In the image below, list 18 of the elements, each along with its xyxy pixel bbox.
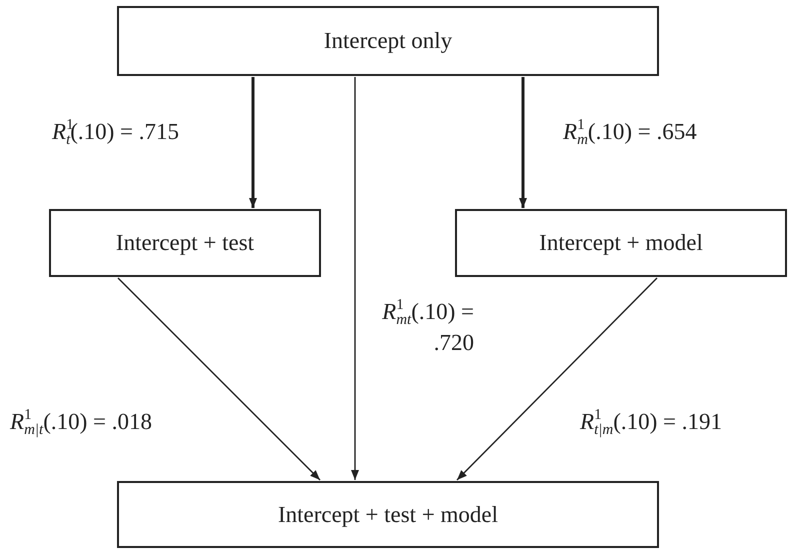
- model-box: [455, 209, 787, 277]
- arrow: [249, 77, 257, 208]
- arrow: [456, 278, 658, 480]
- arrow: [118, 278, 320, 480]
- edge-label: R$^{1}$$_{m|t}$(.10) = .018: [10, 406, 152, 439]
- box-label: Intercept + model: [539, 230, 703, 256]
- model-box: [117, 6, 659, 76]
- edge-label: R$^{1}$$_{t|m}$(.10) = .191: [580, 406, 722, 439]
- arrow: [351, 77, 359, 480]
- edge-label: R$^{1}$$_{mt}$(.10) = .720: [381, 296, 474, 357]
- model-box: [49, 209, 321, 277]
- box-label: Intercept + test + model: [278, 502, 498, 528]
- model-box: [117, 481, 659, 548]
- edge-label: R$^{1}$$_{m}$(.10) = .654: [563, 116, 697, 149]
- edge-label: R$^{1}$$_{t}$(.10) = .715: [52, 116, 180, 149]
- box-label: Intercept only: [324, 28, 452, 54]
- box-label: Intercept + test: [116, 230, 254, 256]
- arrow: [519, 77, 527, 208]
